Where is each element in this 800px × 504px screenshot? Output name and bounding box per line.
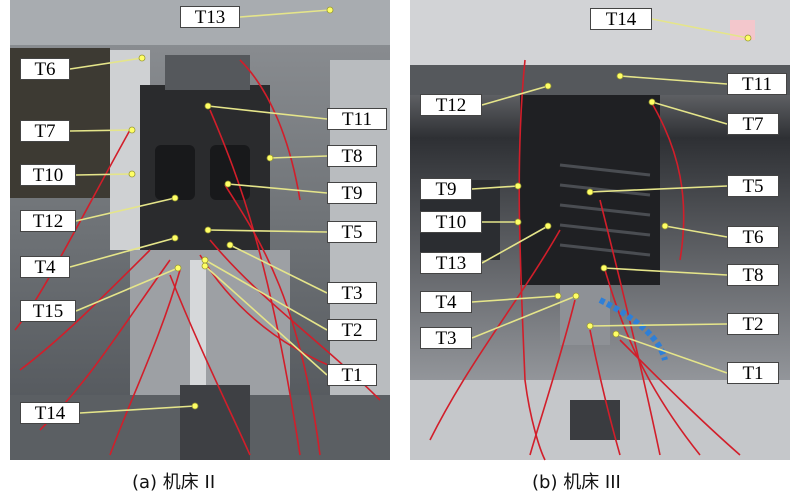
sensor-point-t15 <box>174 264 182 272</box>
sensor-point-t4 <box>171 234 179 242</box>
sensor-label-t5-b: T5 <box>727 175 779 197</box>
sensor-point-t9 <box>514 182 522 190</box>
leader-line-t5 <box>589 185 728 193</box>
sensor-label-t1-b: T1 <box>727 362 779 384</box>
leader-line-t12 <box>481 85 549 106</box>
leader-line-t14 <box>79 405 196 414</box>
sensor-label-t4-a: T4 <box>20 256 70 278</box>
sensor-point-t3 <box>572 292 580 300</box>
sensor-label-t5-a: T5 <box>327 221 377 243</box>
sensor-label-t1-a: T1 <box>327 364 377 386</box>
leader-line-t8 <box>603 267 728 276</box>
sensor-point-t4 <box>554 292 562 300</box>
leader-line-t10 <box>75 173 133 176</box>
leader-line-t4 <box>69 237 176 268</box>
sensor-point-t13 <box>544 222 552 230</box>
sensor-label-t8-b: T8 <box>727 264 779 286</box>
sensor-point-t1 <box>612 330 620 338</box>
leader-line-t5 <box>207 229 328 233</box>
sensor-point-t11 <box>204 102 212 110</box>
leader-line-t9 <box>227 183 328 194</box>
sensor-point-t10 <box>514 218 522 226</box>
sensor-label-t8-a: T8 <box>327 145 377 167</box>
sensor-point-t12 <box>171 194 179 202</box>
sensor-point-t14 <box>191 402 199 410</box>
leader-line-t15 <box>75 267 179 312</box>
leader-line-t6 <box>69 57 143 70</box>
sensor-label-t13-a: T13 <box>180 6 240 28</box>
sensor-label-t3-b: T3 <box>420 327 472 349</box>
sensor-label-t11-b: T11 <box>727 73 787 95</box>
sensor-point-t9 <box>224 180 232 188</box>
target-dots <box>128 6 752 410</box>
leader-line-t3 <box>471 295 577 339</box>
sensor-point-t8 <box>600 264 608 272</box>
sensor-point-t6 <box>138 54 146 62</box>
leader-line-t13 <box>481 225 549 264</box>
sensor-point-t8 <box>266 154 274 162</box>
sensor-label-t10-b: T10 <box>420 211 482 233</box>
sensor-label-t13-b: T13 <box>420 252 482 274</box>
leader-line-t11 <box>619 75 728 85</box>
sensor-label-t6-a: T6 <box>20 58 70 80</box>
panel-b-caption: (b) 机床 III <box>532 472 621 493</box>
sensor-label-t3-a: T3 <box>327 282 377 304</box>
sensor-point-t7 <box>128 126 136 134</box>
leader-line-t13 <box>239 9 331 18</box>
leader-line-t8 <box>269 155 328 159</box>
sensor-point-t11 <box>616 72 624 80</box>
sensor-label-t2-b: T2 <box>727 313 779 335</box>
sensor-point-t2 <box>201 256 209 264</box>
panel-a-photo <box>10 0 390 460</box>
panel-a-caption: (a) 机床 II <box>132 472 216 493</box>
leader-line-t3 <box>229 244 328 294</box>
sensor-label-t10-a: T10 <box>20 164 76 186</box>
leader-lines <box>69 9 749 414</box>
sensor-label-t14-b: T14 <box>590 8 652 30</box>
sensor-point-t1 <box>201 262 209 270</box>
sensor-label-t7-a: T7 <box>20 120 70 142</box>
leader-line-t1 <box>204 265 328 376</box>
sensor-label-t15-a: T15 <box>20 300 76 322</box>
sensor-label-t4-b: T4 <box>420 291 472 313</box>
sensor-point-t10 <box>128 170 136 178</box>
sensor-point-t2 <box>586 322 594 330</box>
leader-line-t12 <box>75 197 176 222</box>
sensor-point-t5 <box>586 188 594 196</box>
sensor-label-t12-a: T12 <box>20 210 76 232</box>
sensor-label-t9-a: T9 <box>327 182 377 204</box>
sensor-label-t12-b: T12 <box>420 94 482 116</box>
sensor-label-t14-a: T14 <box>20 402 80 424</box>
sensor-point-t7 <box>648 98 656 106</box>
leader-line-t6 <box>664 225 728 238</box>
sensor-point-t13 <box>326 6 334 14</box>
leader-line-t7 <box>69 129 133 132</box>
sensor-label-t2-a: T2 <box>327 319 377 341</box>
sensor-point-t14 <box>744 34 752 42</box>
panel-b-photo <box>410 0 790 461</box>
sensor-point-t6 <box>661 222 669 230</box>
leader-line-t9 <box>471 185 519 190</box>
leader-line-t1 <box>615 333 728 374</box>
sensor-label-t9-b: T9 <box>420 178 472 200</box>
sensor-point-t5 <box>204 226 212 234</box>
sensor-point-t3 <box>226 241 234 249</box>
sensor-point-t12 <box>544 82 552 90</box>
leader-line-t14 <box>651 18 749 39</box>
leader-line-t2 <box>589 323 728 327</box>
sensor-label-t7-b: T7 <box>727 113 779 135</box>
leader-line-t2 <box>204 259 328 331</box>
sensor-label-t11-a: T11 <box>327 108 387 130</box>
leader-line-t7 <box>651 101 728 125</box>
leader-line-t11 <box>207 105 328 120</box>
sensor-label-t6-b: T6 <box>727 226 779 248</box>
leader-line-t4 <box>471 295 559 303</box>
